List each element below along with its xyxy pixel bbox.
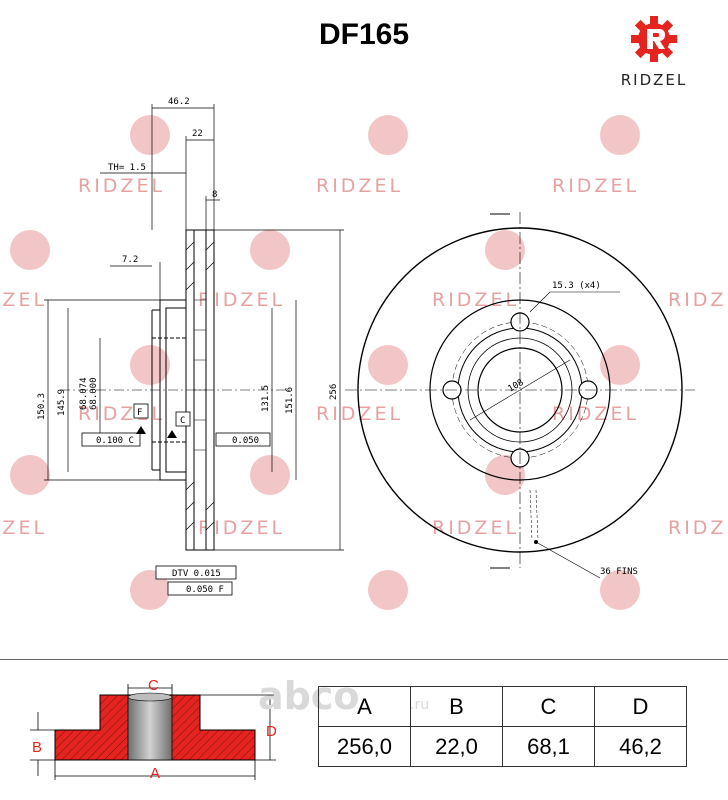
dimension-lines [44, 104, 344, 551]
datum-f-frame [133, 403, 149, 419]
datum-f-label: F [137, 408, 142, 418]
table-value-b: 22,0 [410, 726, 503, 767]
brand-logo: RIDZEL [604, 14, 704, 89]
watermark-text: RIDZEL [552, 403, 639, 425]
legend-a-label: A [150, 765, 160, 782]
dim-bolt-hole: 15.3 (x4) [552, 281, 601, 291]
watermark-text: RIDZEL [198, 517, 285, 539]
tolerance-right-frame [215, 432, 271, 447]
watermark-text: RIDZEL [668, 517, 728, 539]
brand-name: RIDZEL [620, 71, 688, 89]
dim-bore-max: 68.074 [79, 377, 89, 410]
tolerance-labels: F C 0.100 C 0.050 DTV 0.015 0.050 F [96, 408, 259, 595]
dimension-table: A B C D 256,0 22,0 68,1 46,2 [318, 686, 687, 767]
watermark-text: RIDZEL [0, 289, 47, 311]
table-value-c: 68,1 [502, 726, 595, 767]
dim-hub-depth: 22 [192, 129, 203, 139]
table-header-c: C [502, 686, 595, 727]
fin-marker-icon [534, 540, 538, 544]
gear-logo-icon [631, 16, 677, 62]
datum-c-frame [175, 411, 191, 427]
datum-triangle-icon [167, 430, 177, 438]
watermark-text: RIDZEL [552, 175, 639, 197]
dim-d-inner-ring: 131.5 [261, 385, 271, 412]
watermark-layer: RIDZEL RIDZEL RIDZEL RIDZEL RIDZEL RIDZE… [0, 115, 728, 610]
dim-fins: 36 FINS [600, 567, 638, 577]
table-row: 256,0 22,0 68,1 46,2 [318, 726, 687, 767]
watermark-text: RIDZEL [316, 175, 403, 197]
tolerance-runout: 0.050 F [186, 585, 224, 595]
table-header-row: A B C D [318, 686, 687, 727]
datum-c-label: C [180, 416, 185, 426]
tolerance-left: 0.100 C [96, 436, 134, 446]
dim-d-outer-hub: 150.3 [37, 393, 47, 420]
legend-c-label: C [148, 677, 159, 694]
section-divider [0, 659, 728, 660]
watermark-text: RIDZEL [0, 517, 47, 539]
tolerance-right: 0.050 [232, 436, 259, 446]
tolerance-frames [81, 403, 271, 596]
table-header-b: B [410, 686, 503, 727]
page-title: DF165 [318, 18, 410, 51]
dim-bore-min: 68.000 [89, 377, 99, 410]
watermark-text: RIDZEL [78, 175, 165, 197]
watermark-text: RIDZEL [668, 289, 728, 311]
table-header-d: D [594, 686, 687, 727]
table-header-a: A [318, 686, 411, 727]
dim-d-hub: 145.9 [57, 389, 67, 416]
dim-overall-width: 46.2 [168, 97, 190, 107]
technical-drawing: RIDZEL RIDZEL RIDZEL RIDZEL RIDZEL RIDZE… [0, 97, 728, 610]
tolerance-dtv-frame [155, 565, 237, 580]
watermark-text: RIDZEL [432, 289, 519, 311]
legend-cross-section: C A B D [30, 677, 277, 782]
tolerance-runout-frame [167, 581, 233, 596]
dim-th: TH= 1.5 [108, 163, 146, 173]
front-view [345, 212, 695, 579]
legend-b-label: B [32, 739, 42, 756]
tolerance-left-frame [81, 432, 141, 447]
dimension-labels: 46.2 22 TH= 1.5 8 7.2 150.3 145.9 68.074… [37, 97, 339, 420]
dim-friction-thickness: 8 [212, 190, 217, 200]
watermark-text: RIDZEL [432, 517, 519, 539]
dim-offset: 7.2 [122, 255, 138, 265]
datum-triangle-icon [136, 426, 146, 434]
legend-d-label: D [266, 723, 277, 740]
watermark-text: RIDZEL [198, 289, 285, 311]
table-value-a: 256,0 [318, 726, 411, 767]
dim-d-disc: 256 [329, 384, 339, 400]
dim-d-hat: 151.6 [285, 387, 295, 414]
watermark-text: RIDZEL [316, 403, 403, 425]
table-value-d: 46,2 [594, 726, 687, 767]
side-section-view [60, 229, 290, 551]
tolerance-dtv: DTV 0.015 [172, 569, 221, 579]
